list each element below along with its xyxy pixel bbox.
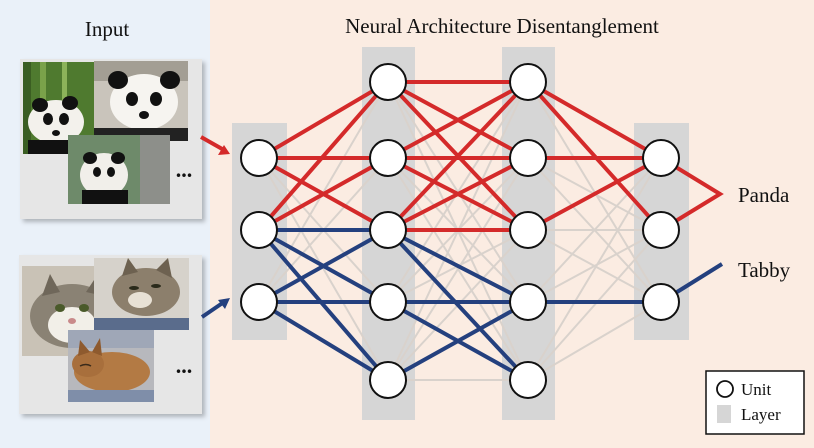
input-heading: Input <box>85 17 129 41</box>
tabby-link <box>386 228 530 382</box>
panda-input-arrow <box>200 135 230 155</box>
unit-l1-2 <box>240 211 278 249</box>
unit-l2-3 <box>369 211 407 249</box>
tabby-link <box>386 300 530 382</box>
cat-ellipsis: ... <box>176 353 193 378</box>
unit-l1-3 <box>240 283 278 321</box>
unit-l2-5 <box>369 361 407 399</box>
output-label-panda: Panda <box>738 183 790 207</box>
cat-input-arrow <box>200 298 230 319</box>
panda-link <box>386 80 530 232</box>
units <box>240 63 680 399</box>
unit-l2-1 <box>369 63 407 101</box>
tabby-link <box>257 300 390 382</box>
unit-l2-2 <box>369 139 407 177</box>
faint-link <box>527 229 662 381</box>
legend-unit-label: Unit <box>741 380 772 399</box>
legend: Unit Layer <box>705 370 805 435</box>
faint-link <box>527 301 662 381</box>
panda-link <box>526 156 663 232</box>
panda-link <box>526 80 663 232</box>
unit-l4-2 <box>642 211 680 249</box>
unit-l2-4 <box>369 283 407 321</box>
panda-link <box>386 80 530 160</box>
unit-l3-1 <box>509 63 547 101</box>
faint-link <box>527 229 662 303</box>
tabby-link <box>257 228 390 382</box>
circle-icon <box>716 380 734 398</box>
panda-image-collage: ... <box>20 59 202 219</box>
output-label-tabby: Tabby <box>738 258 791 282</box>
faint-link <box>387 157 529 381</box>
panda-output-path <box>659 156 724 232</box>
unit-l3-4 <box>509 283 547 321</box>
tabby-link <box>257 228 390 304</box>
unit-l3-2 <box>509 139 547 177</box>
tabby-link <box>386 228 530 304</box>
cat-photo-2 <box>94 258 189 330</box>
faint-link <box>527 157 662 381</box>
unit-l4-1 <box>642 139 680 177</box>
panda-link <box>386 156 530 232</box>
unit-l1-1 <box>240 139 278 177</box>
panda-link <box>257 156 390 232</box>
panda-link <box>257 80 390 232</box>
architecture-heading: Neural Architecture Disentanglement <box>345 14 659 38</box>
cat-image-collage: ... <box>19 255 202 414</box>
unit-l4-3 <box>642 283 680 321</box>
unit-l3-3 <box>509 211 547 249</box>
panda-photo-3 <box>68 135 170 204</box>
square-icon <box>717 405 731 423</box>
panda-ellipsis: ... <box>176 157 193 182</box>
legend-layer-label: Layer <box>741 405 781 424</box>
cat-photo-3 <box>68 330 154 402</box>
tabby-path-connections <box>257 228 663 382</box>
faint-link <box>258 157 389 381</box>
panda-link <box>257 80 390 160</box>
panda-link <box>526 80 663 160</box>
unit-l3-5 <box>509 361 547 399</box>
panda-photo-2 <box>94 61 188 141</box>
faint-link <box>527 157 662 303</box>
